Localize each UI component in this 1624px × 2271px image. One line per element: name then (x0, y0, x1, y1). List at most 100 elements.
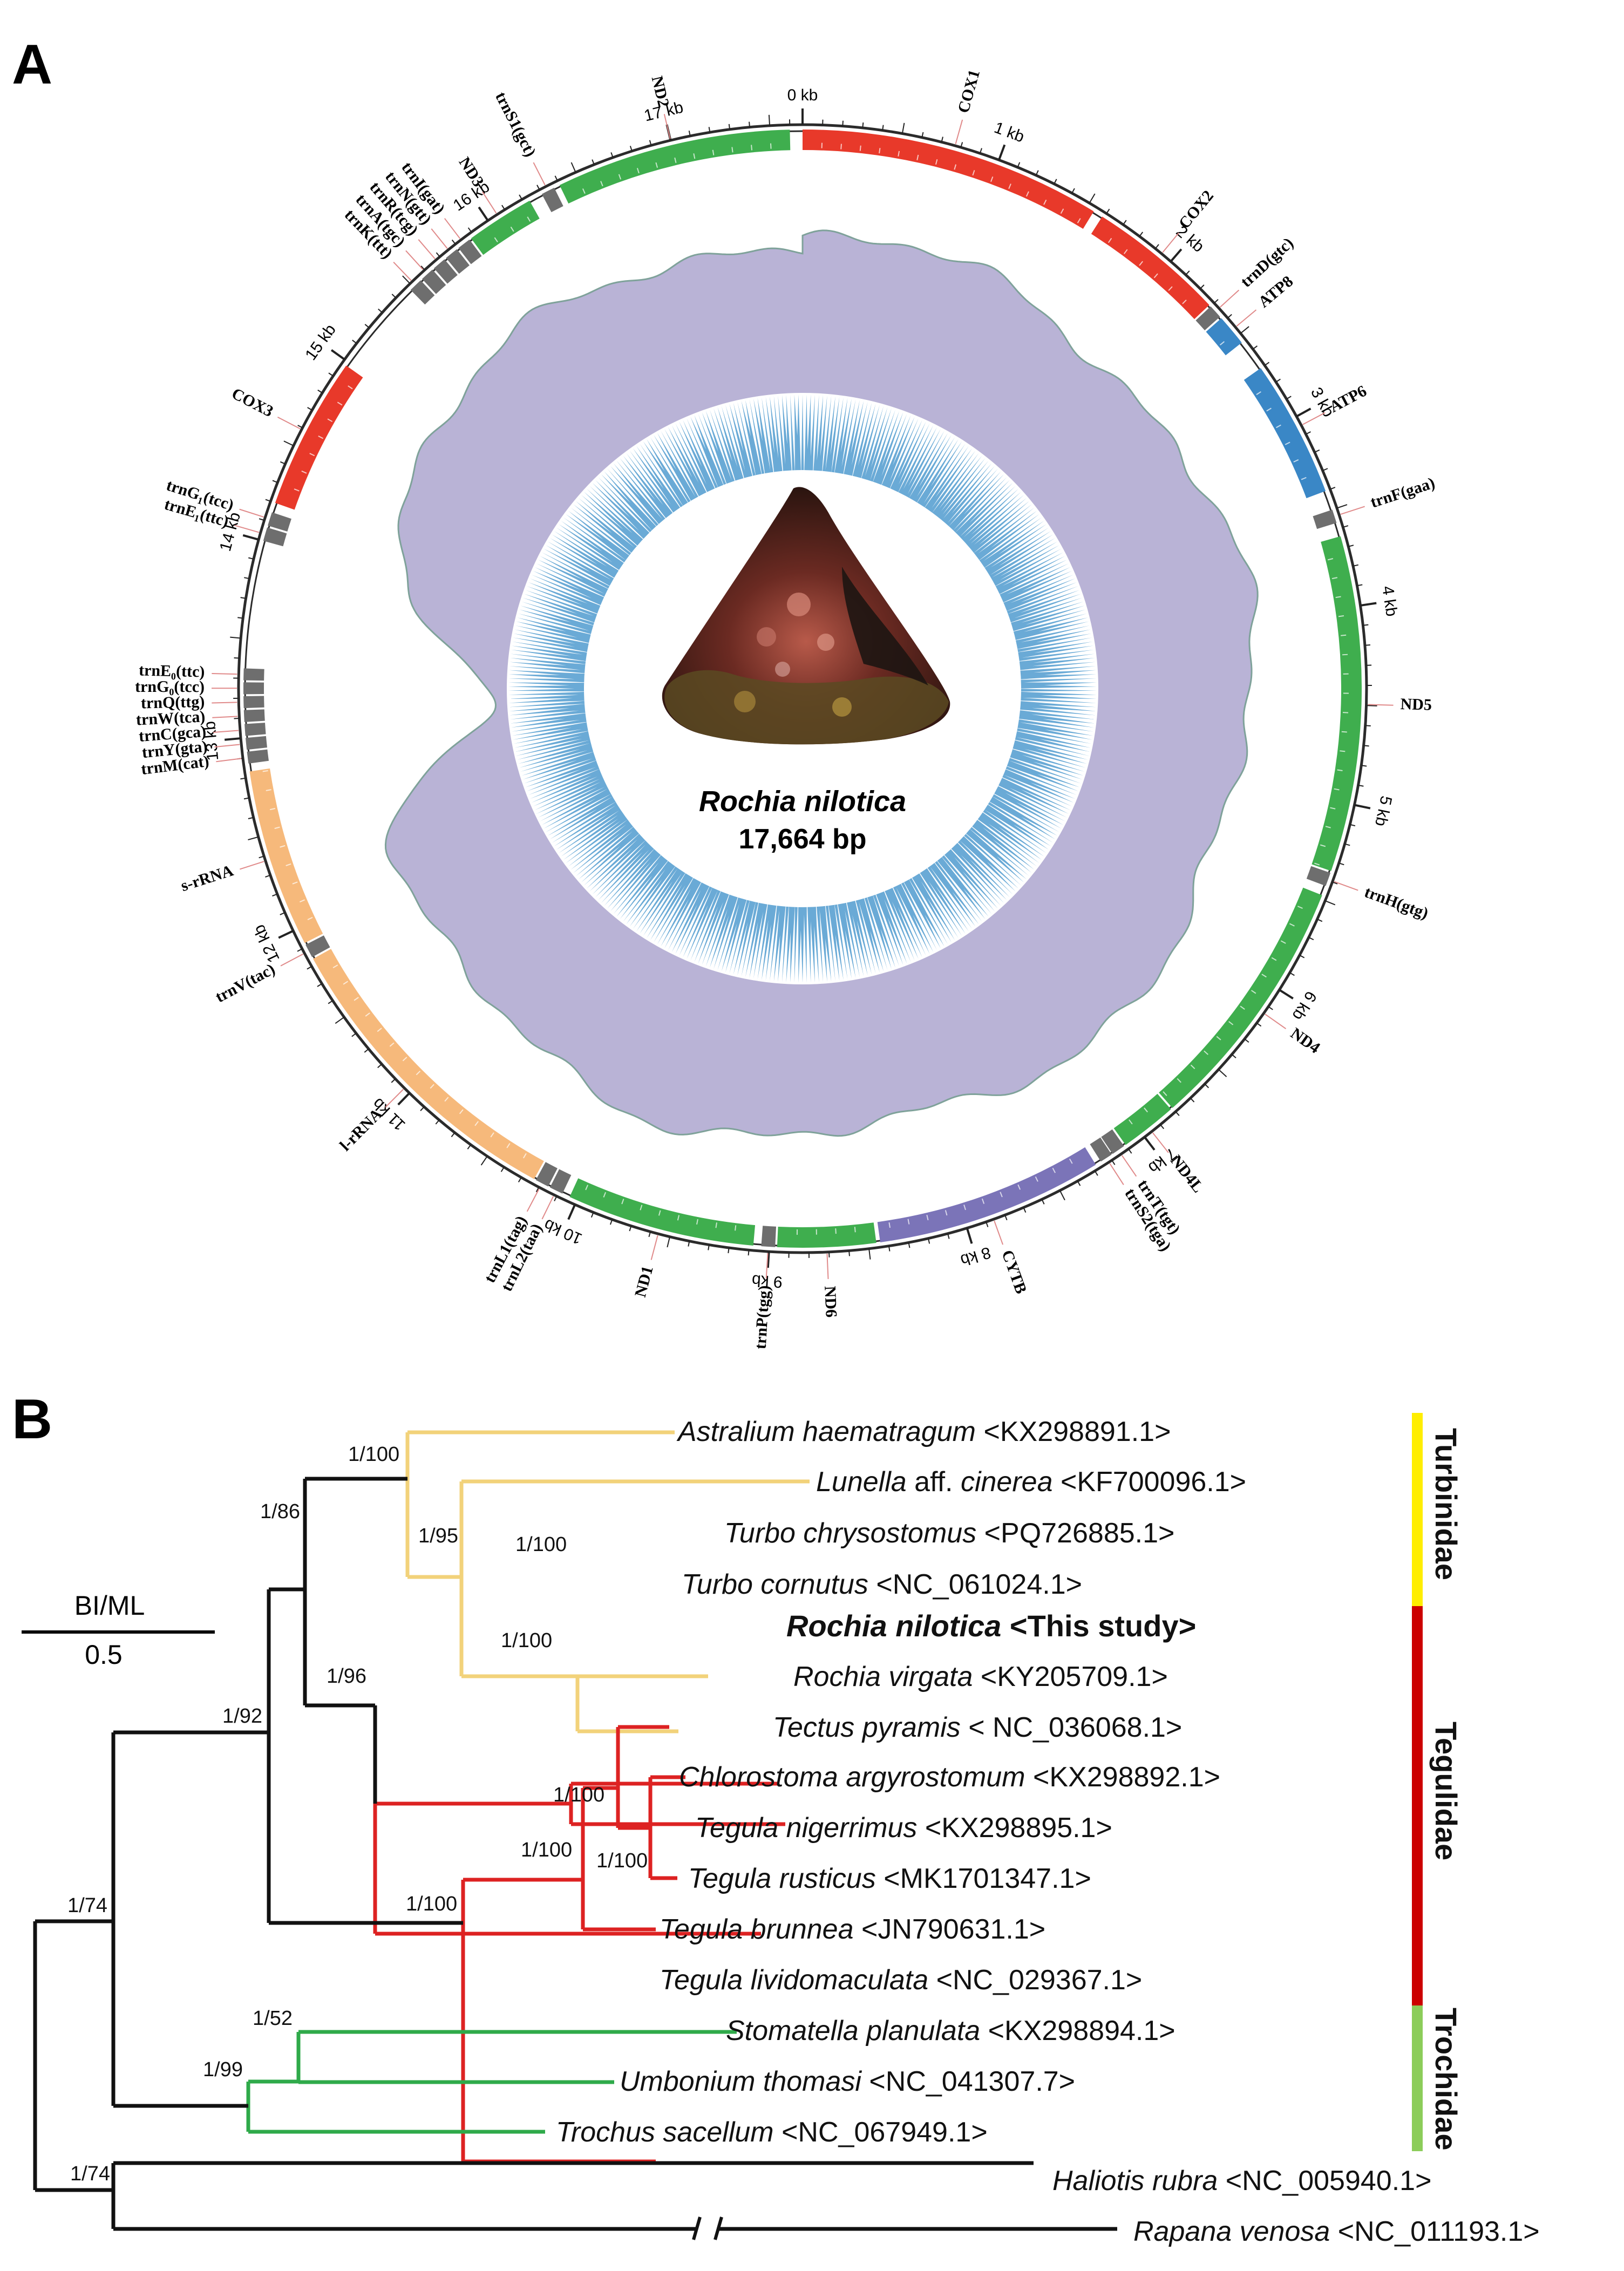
gene-arc-tick (365, 1012, 370, 1017)
gene-label-leader (765, 1253, 769, 1279)
kb-tick (986, 1221, 989, 1227)
gene-arc-tick (981, 1198, 985, 1204)
gene-arc-tick (1107, 237, 1112, 243)
support-value: 1/74 (70, 2163, 110, 2185)
gene-arc-tick (907, 1219, 910, 1225)
kb-tick (1357, 584, 1363, 587)
gene-arc-tick (309, 453, 315, 457)
kb-tick (377, 1063, 382, 1069)
gene-arc-trna (446, 249, 470, 274)
kb-tick (1349, 824, 1356, 827)
kb-tick (1296, 407, 1312, 418)
kb-tick (451, 239, 456, 245)
gene-arc-trna (433, 259, 458, 284)
gene-arc-tick (658, 1210, 661, 1216)
kb-tick (378, 308, 383, 313)
gene-arc-tick (1043, 199, 1047, 205)
kb-tick (1348, 545, 1354, 547)
kb-tick (265, 499, 271, 502)
gene-arc-cytb (877, 1147, 1096, 1242)
gene-arc-trna (243, 668, 264, 681)
gene-arc-tick (292, 881, 298, 885)
gene-arc-tick (1129, 1119, 1133, 1125)
gene-arc-tick (337, 402, 343, 406)
kb-tick (1106, 208, 1110, 214)
gene-arc-trna (243, 696, 264, 709)
kb-tick (979, 148, 982, 154)
kb-tick (1218, 1069, 1227, 1077)
kb-tick (391, 294, 397, 298)
gene-arc-tick (444, 1097, 449, 1102)
kb-tick (242, 534, 259, 541)
gene-arc-tick (301, 470, 307, 474)
kb-tick (908, 1242, 910, 1248)
taxon-label: Stomatella planulata <KX298894.1> (726, 2015, 1175, 2046)
kb-tick (1190, 1097, 1195, 1103)
gene-arc-trna (244, 723, 266, 736)
kb-tick (868, 1248, 871, 1260)
gene-arc-trna (1101, 1129, 1124, 1154)
kb-tick (1317, 919, 1323, 922)
gene-label-leader (239, 508, 264, 518)
kb-label: 15 kb (302, 321, 339, 364)
gene-arc-tick (944, 1210, 948, 1216)
gene-arc-trna (1090, 1137, 1112, 1162)
gene-arc-tick (1144, 1107, 1148, 1113)
kb-tick (283, 440, 294, 446)
kb-tick (1204, 1083, 1209, 1089)
kb-tick (629, 1226, 632, 1232)
kb-tick (848, 1250, 850, 1256)
kb-tick (225, 737, 241, 741)
gene-arc-tick (1280, 940, 1286, 944)
gene-arc-tick (1276, 424, 1281, 429)
gene-label-leader (1152, 1132, 1169, 1153)
gene-arc-tick (735, 1225, 737, 1231)
tegulidae-bar (1412, 1606, 1423, 2005)
gene-arc-trna (458, 239, 482, 264)
kb-tick (317, 389, 323, 393)
kb-tick (467, 227, 472, 233)
kb-tick (535, 1187, 540, 1193)
support-value: 1/74 (67, 1894, 107, 1917)
gene-arc-tick (262, 770, 268, 772)
kb-tick (1023, 1207, 1027, 1213)
family-labels: Turbinidae Tegulidae Trochidae (1429, 1428, 1463, 2151)
kb-tick (609, 1219, 613, 1225)
taxon-label: Umbonium thomasi <NC_041307.7> (620, 2066, 1075, 2097)
kb-tick (317, 983, 322, 987)
gene-arc-nd (777, 1222, 876, 1248)
kb-tick (1139, 232, 1144, 237)
panel-b-label: B (12, 1388, 52, 1451)
taxon-label: Tegula rusticus <MK1701347.1> (688, 1863, 1091, 1894)
gene-arc-tick (1035, 1176, 1038, 1182)
taxon-label: Haliotis rubra <NC_005940.1> (1052, 2165, 1431, 2197)
gene-label-leader (994, 1220, 1004, 1245)
taxon-label: Trochus sacellum <NC_067949.1> (556, 2117, 988, 2148)
kb-tick (688, 1241, 690, 1247)
kb-label: 5 kb (1371, 794, 1395, 828)
kb-tick (1059, 1190, 1065, 1201)
gene-arc-tick (1220, 341, 1225, 346)
kb-tick (1365, 725, 1371, 726)
kb-tick (554, 1196, 558, 1201)
gene-label-leader (1236, 309, 1257, 327)
break-slash (692, 2216, 702, 2240)
gene-arc-nd (1159, 887, 1322, 1108)
gene-arc-tick (585, 1185, 589, 1191)
kb-tick (391, 1078, 396, 1083)
gene-label: ND4L (1167, 1152, 1207, 1196)
family-label-tegulidae: Tegulidae (1429, 1722, 1463, 1860)
gene-arc-tick (1301, 477, 1307, 480)
taxon-label: Tegula nigerrimus <KX298895.1> (695, 1812, 1112, 1844)
kb-tick (259, 855, 264, 859)
kb-tick (1175, 1111, 1180, 1116)
gene-arc-tick (916, 154, 919, 160)
gene-label: s-rRNA (179, 861, 236, 895)
kb-tick (1343, 525, 1349, 528)
gene-arc-rrna (249, 768, 323, 943)
genome-map: 0 kb1 kb2 kb3 kb4 kb5 kb6 kb7 kb8 kb9 kb… (135, 68, 1437, 1350)
kb-tick (1227, 314, 1232, 318)
kb-tick (244, 577, 250, 580)
trochidae-bar (1412, 2005, 1423, 2151)
gene-arc-tick (299, 899, 305, 903)
